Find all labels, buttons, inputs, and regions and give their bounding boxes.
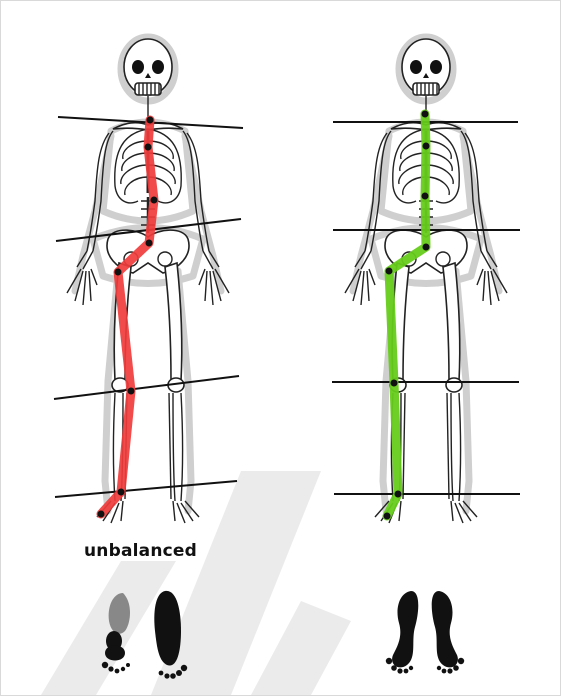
unbalanced-caption: unbalanced [84, 541, 197, 561]
unbalanced-skeleton [54, 37, 243, 523]
watermark [41, 471, 351, 695]
even-footprints-icon [386, 591, 464, 674]
balanced-skeleton [332, 37, 520, 523]
